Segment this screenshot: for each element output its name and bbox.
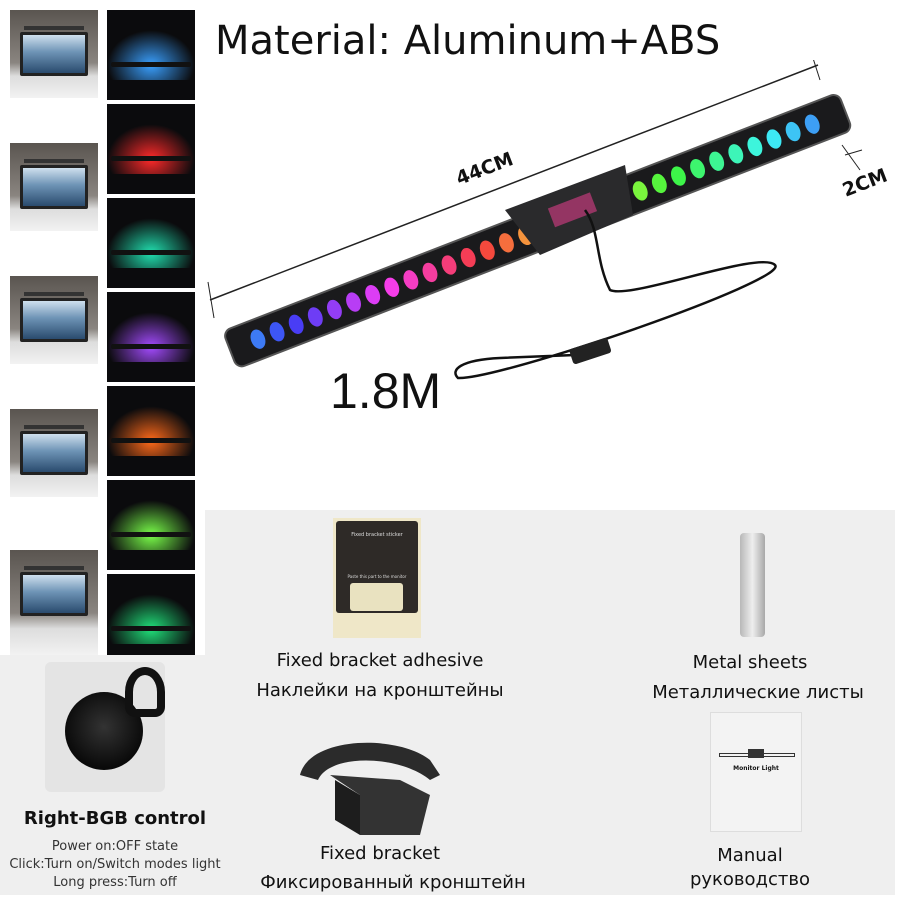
item-caption-en: Metal sheets	[692, 652, 808, 673]
monitor-photo	[10, 276, 98, 364]
glow-photo	[107, 292, 195, 382]
usb-plug	[569, 337, 612, 364]
dimension-line-2cm	[841, 144, 863, 171]
led	[670, 166, 686, 186]
led	[460, 247, 476, 268]
bracket-photo	[300, 742, 440, 835]
glow-photo	[107, 10, 195, 100]
control-title: Right-BGB control	[23, 808, 207, 829]
led	[384, 277, 400, 297]
led	[785, 121, 801, 142]
led	[728, 144, 744, 164]
glow-photo	[107, 480, 195, 570]
usb-cable	[454, 209, 777, 380]
led	[690, 158, 706, 179]
monitor-photo	[10, 143, 98, 231]
item-caption-en: Manual	[717, 845, 783, 866]
led	[479, 240, 495, 260]
light-bar-illustration	[207, 60, 863, 380]
control-instructions: Power on:OFF state Click:Turn on/Switch …	[0, 838, 230, 892]
led	[747, 136, 763, 157]
manual-photo: Monitor Light	[710, 712, 802, 832]
led	[288, 314, 304, 334]
led	[250, 329, 266, 349]
led	[632, 181, 648, 201]
glow-photo	[107, 104, 195, 194]
led	[269, 322, 285, 342]
led	[441, 255, 457, 275]
led	[804, 114, 820, 134]
led	[709, 151, 725, 171]
monitor-photo	[10, 409, 98, 497]
control-line: Power on:OFF state	[51, 839, 179, 854]
glow-photo	[107, 198, 195, 288]
control-line: Long press:Turn off	[53, 875, 177, 890]
glow-photo	[107, 574, 195, 664]
sticker-title: Fixed bracket sticker	[351, 532, 403, 538]
monitor-photo	[10, 550, 98, 655]
manual-title: Monitor Light	[733, 765, 779, 772]
material-title: Material: Aluminum+ABS	[215, 18, 721, 64]
led	[422, 262, 438, 283]
glow-photo	[107, 386, 195, 476]
led	[766, 129, 782, 149]
item-caption-ru: Наклейки на кронштейны	[256, 680, 504, 701]
monitor-photo	[10, 10, 98, 98]
led	[307, 307, 323, 327]
led	[326, 299, 342, 320]
led	[365, 285, 381, 305]
item-caption-en: Fixed bracket	[319, 843, 441, 864]
item-caption-ru: руководство	[689, 869, 811, 890]
item-caption-en: Fixed bracket adhesive	[276, 650, 484, 671]
control-button-photo	[45, 662, 165, 792]
cable-length-label: 1.8M	[330, 363, 442, 419]
center-clamp	[505, 165, 633, 255]
item-caption-ru: Фиксированный кронштейн	[260, 872, 526, 893]
sticker-photo: Fixed bracket sticker Paste this part to…	[333, 518, 421, 638]
control-line: Click:Turn on/Switch modes light	[9, 857, 221, 872]
item-caption-ru: Металлические листы	[652, 682, 864, 703]
led	[346, 292, 361, 312]
led	[403, 270, 419, 290]
led	[651, 173, 667, 194]
sticker-note: Paste this part to the monitor	[347, 574, 407, 579]
metal-sheet-photo	[740, 533, 765, 637]
dimension-line-44cm	[207, 60, 821, 319]
led	[498, 233, 514, 253]
